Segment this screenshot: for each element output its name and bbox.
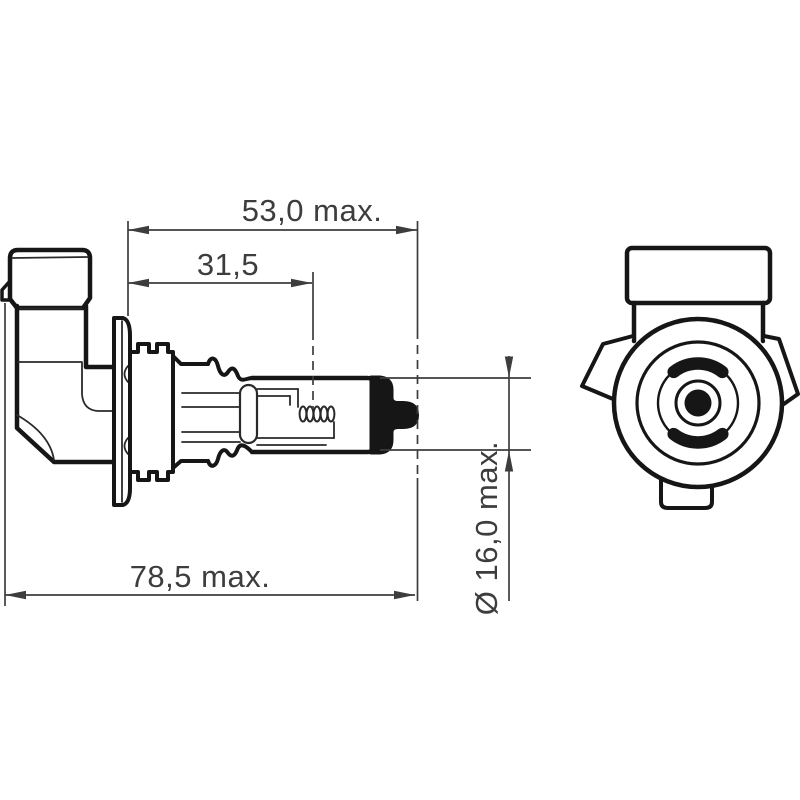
connector-block <box>7 247 93 311</box>
internal-support-capsule <box>238 383 259 445</box>
dimension-length-to-filament: 31,5 <box>128 247 312 288</box>
dimension-length-to-tip: 53,0 max. <box>128 193 417 235</box>
seal-key-arc-bottom <box>667 427 729 449</box>
connector-block-seam <box>11 256 89 259</box>
glass-pinch-seal-top <box>206 356 254 382</box>
connector-body-right-outline <box>83 303 118 370</box>
base-gasket-ring <box>128 342 175 482</box>
dimension-bulb-diameter-label: Ø 16,0 max. <box>469 441 504 615</box>
connector-housing-front <box>624 245 773 306</box>
dimension-overall-length-label: 78,5 max. <box>130 559 271 594</box>
filament-coil <box>298 405 336 423</box>
bulb-front-view <box>580 245 800 510</box>
base-neck-top <box>171 354 210 366</box>
base-neck-bottom <box>171 459 210 470</box>
bulb-side-view <box>0 247 419 507</box>
glass-pinch-seal-bottom <box>206 443 254 468</box>
dimension-length-to-filament-label: 31,5 <box>197 247 259 282</box>
dimension-annotations: 53,0 max. 31,5 78,5 max. Ø 16,0 max. <box>4 193 531 615</box>
connector-body-step-line <box>81 362 115 412</box>
dimension-length-to-tip-label: 53,0 max. <box>242 193 383 228</box>
base-internal-leads <box>181 392 241 443</box>
base-middle-circle <box>635 340 761 466</box>
center-electrode-dot <box>684 389 712 417</box>
connector-body-left-outline <box>14 303 120 465</box>
keying-tab-left <box>580 334 635 401</box>
filament-leads <box>256 388 335 446</box>
base-flange-arc-bottom <box>123 437 129 455</box>
bulb-black-tip <box>369 375 419 455</box>
connector-body-elbow-fillet <box>16 414 55 461</box>
dimension-overall-length: 78,5 max. <box>5 559 415 600</box>
dimension-bulb-diameter: Ø 16,0 max. <box>469 356 514 615</box>
base-flange-arc-top <box>123 365 129 383</box>
seal-key-arc-top <box>667 357 729 379</box>
keying-tab-right <box>762 334 800 408</box>
